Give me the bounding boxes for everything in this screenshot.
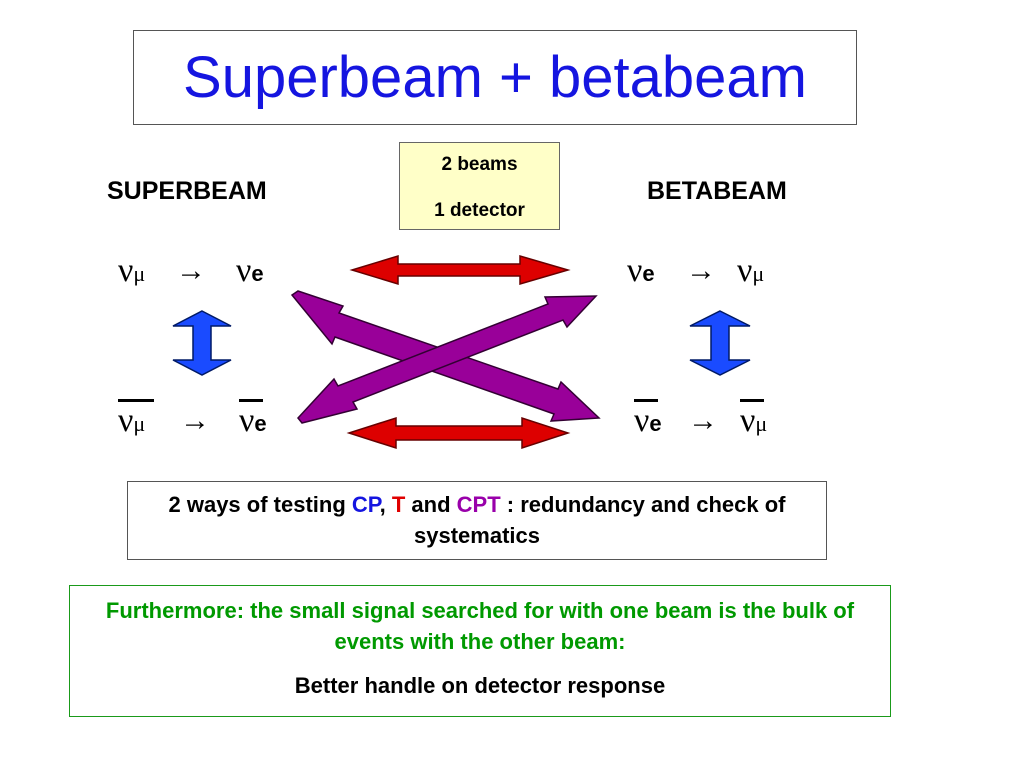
antineutrino-bar: [239, 399, 263, 402]
cp-t-cpt-box: 2 ways of testing CP, T and CPT : redund…: [127, 481, 827, 560]
superbeam-antinu-mu: νμ: [118, 402, 146, 439]
beams-box: 2 beams 1 detector: [399, 142, 560, 230]
betabeam-anti-transition-arrow: →: [688, 404, 718, 437]
beams-count: 2 beams: [441, 154, 518, 175]
superbeam-nu-e: νe: [236, 252, 264, 289]
cp-term: CP: [351, 492, 380, 517]
superbeam-nu-mu: νμ: [118, 252, 146, 289]
superbeam-antinu-e: νe: [239, 402, 267, 439]
furthermore-box: Furthermore: the small signal searched f…: [69, 585, 891, 717]
betabeam-nu-e: νe: [627, 252, 655, 289]
purple-cross-arrow-2: [297, 295, 598, 424]
cpt-term: CPT: [456, 492, 501, 517]
betabeam-transition-arrow: →: [686, 254, 716, 287]
detector-response-text: Better handle on detector response: [294, 673, 666, 698]
superbeam-transition-arrow: →: [176, 254, 206, 287]
superbeam-label: SUPERBEAM: [107, 177, 267, 205]
title-box: Superbeam + betabeam: [133, 30, 857, 125]
blue-double-arrow-left: [172, 310, 232, 376]
t-term: T: [391, 492, 406, 517]
red-double-arrow-top: [349, 254, 571, 286]
red-double-arrow-bottom: [346, 416, 571, 450]
furthermore-text: Furthermore: the small signal searched f…: [105, 598, 855, 654]
betabeam-nu-mu: νμ: [737, 252, 765, 289]
detector-count: 1 detector: [434, 200, 525, 221]
betabeam-antinu-e: νe: [634, 402, 662, 439]
blue-double-arrow-right: [689, 310, 751, 376]
antineutrino-bar: [740, 399, 764, 402]
antineutrino-bar: [634, 399, 658, 402]
superbeam-anti-transition-arrow: →: [180, 404, 210, 437]
betabeam-antinu-mu: νμ: [740, 402, 768, 439]
betabeam-label: BETABEAM: [647, 177, 787, 205]
page-title: Superbeam + betabeam: [183, 44, 807, 110]
antineutrino-bar: [118, 399, 154, 402]
